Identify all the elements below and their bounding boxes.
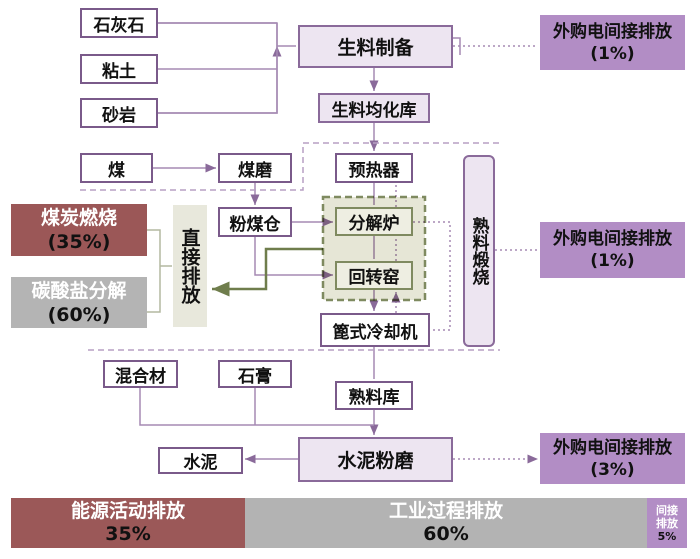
coal-bin-box: 粉煤仓	[218, 207, 292, 237]
indirect-label: 外购电间接排放	[553, 437, 672, 458]
indirect-pct: (3%)	[590, 459, 635, 480]
calciner-box: 分解炉	[335, 207, 413, 236]
indirect-pct: (1%)	[590, 43, 635, 64]
summary-pct: 35%	[105, 523, 151, 545]
coal-combustion-pct: (35%)	[47, 231, 111, 253]
carbonate-pct: (60%)	[47, 303, 111, 326]
clinker-store-box: 熟料库	[335, 381, 413, 410]
indirect-pct: (1%)	[590, 251, 635, 271]
coal-combustion-label: 煤炭燃烧	[40, 207, 117, 229]
summary-pct: 5%	[657, 529, 677, 543]
clay-box: 粘土	[80, 54, 158, 84]
cement-box: 水泥	[158, 447, 243, 474]
carbonate-label: 碳酸盐分解	[31, 279, 127, 302]
limestone-box: 石灰石	[80, 8, 158, 38]
coal-mill-box: 煤磨	[218, 153, 292, 183]
indirect-label: 外购电间接排放	[553, 21, 672, 42]
raw-prep-box: 生料制备	[298, 25, 453, 68]
indirect-emission-1: 外购电间接排放(1%)	[540, 15, 685, 70]
gypsum-box: 石膏	[218, 360, 292, 388]
carbonate-box: 碳酸盐分解(60%)	[11, 277, 147, 328]
kiln-box: 回转窑	[335, 261, 413, 290]
indirect-emission-3: 外购电间接排放(3%)	[540, 433, 685, 484]
coal-box: 煤	[80, 153, 153, 183]
preheater-box: 预热器	[335, 153, 413, 183]
admixture-box: 混合材	[103, 360, 178, 388]
clinker-calcination-box: 熟料煅烧	[463, 155, 495, 347]
cement-grinding-box: 水泥粉磨	[298, 437, 453, 482]
summary-pct: 60%	[423, 523, 469, 545]
indirect-label: 外购电间接排放	[553, 229, 672, 249]
sandstone-box: 砂岩	[80, 98, 158, 128]
coal-combustion-box: 煤炭燃烧(35%)	[11, 204, 147, 256]
summary-label: 工业过程排放	[388, 500, 503, 522]
raw-homogenize-box: 生料均化库	[318, 93, 430, 123]
direct-emission-box: 直接排放	[173, 205, 207, 327]
indirect-emission-2: 外购电间接排放(1%)	[540, 222, 685, 278]
summary-label: 间接排放	[656, 503, 678, 530]
summary-label: 能源活动排放	[70, 500, 185, 522]
cooler-box: 篦式冷却机	[320, 313, 430, 347]
